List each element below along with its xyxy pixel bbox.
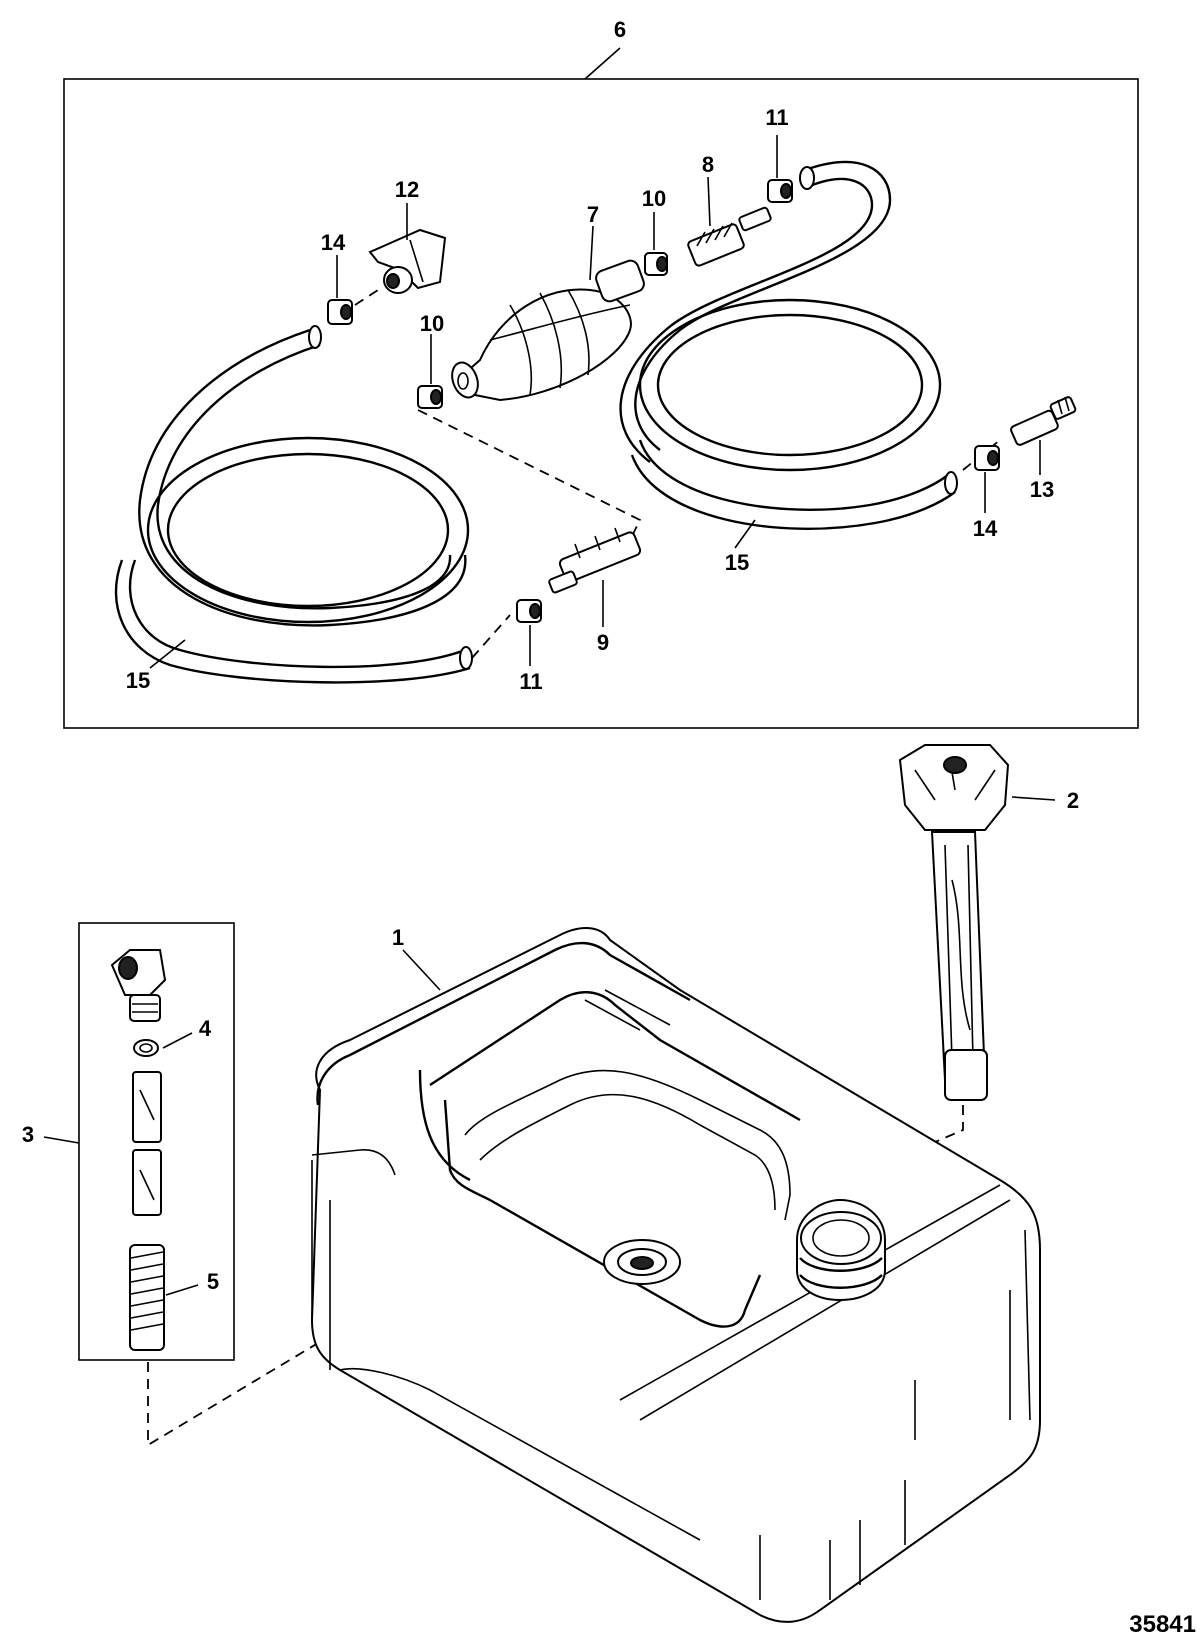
leader-4 xyxy=(162,1032,193,1049)
pickup-assembly-frame xyxy=(78,922,235,1361)
callout-3: 3 xyxy=(22,1122,34,1147)
leader-1 xyxy=(402,949,441,991)
clamp-14-left xyxy=(327,299,353,325)
clamp-11-lower xyxy=(516,599,542,623)
dash-10-to-9 xyxy=(417,409,642,541)
callout-6: 6 xyxy=(614,17,626,42)
leader-8 xyxy=(707,176,711,227)
fuel-gauge xyxy=(898,744,1010,1101)
dash-11-left xyxy=(471,614,511,659)
callout-15-right: 15 xyxy=(725,550,749,575)
callout-14-left: 14 xyxy=(321,230,346,255)
dash-14-left xyxy=(354,289,379,306)
callout-14-right: 14 xyxy=(973,516,998,541)
callout-7: 7 xyxy=(587,202,599,227)
fitting-9 xyxy=(548,527,642,594)
leader-3 xyxy=(43,1136,80,1144)
callout-10-upper: 10 xyxy=(642,186,666,211)
figure-number: 35841 xyxy=(1129,1611,1196,1638)
fitting-8 xyxy=(687,206,772,267)
callout-11-upper: 11 xyxy=(765,105,788,130)
clamp-11-upper xyxy=(767,179,793,203)
callout-4: 4 xyxy=(199,1016,212,1041)
callout-12: 12 xyxy=(395,177,419,202)
callout-15-left: 15 xyxy=(126,668,150,693)
leader-7 xyxy=(589,225,594,281)
callout-1: 1 xyxy=(392,925,404,950)
callout-2: 2 xyxy=(1067,788,1079,813)
callout-13: 13 xyxy=(1030,477,1054,502)
fuel-tank xyxy=(310,927,1041,1623)
callout-5: 5 xyxy=(207,1269,219,1294)
callout-8: 8 xyxy=(702,152,714,177)
callout-10-lower: 10 xyxy=(420,311,444,336)
leader-15-right xyxy=(734,519,756,549)
clamp-10-upper xyxy=(644,252,668,276)
fuel-line-assembly-frame xyxy=(63,78,1139,729)
fuel-hose-right xyxy=(619,160,958,530)
clamp-14-right xyxy=(974,445,1000,471)
leader-15-left xyxy=(149,639,186,669)
leader-6 xyxy=(584,47,621,80)
callout-11-lower: 11 xyxy=(519,669,542,694)
clamp-10-lower xyxy=(417,385,443,409)
fitting-13 xyxy=(1010,396,1077,446)
primer-bulb xyxy=(451,259,645,402)
pickup-tube-assembly xyxy=(110,949,167,1351)
leader-5 xyxy=(165,1284,199,1296)
leader-2 xyxy=(1011,796,1056,801)
dash-pickup-to-tank xyxy=(147,1148,641,1447)
connector-12 xyxy=(368,228,447,294)
fuel-hose-left xyxy=(114,325,473,684)
callout-9: 9 xyxy=(597,630,609,655)
